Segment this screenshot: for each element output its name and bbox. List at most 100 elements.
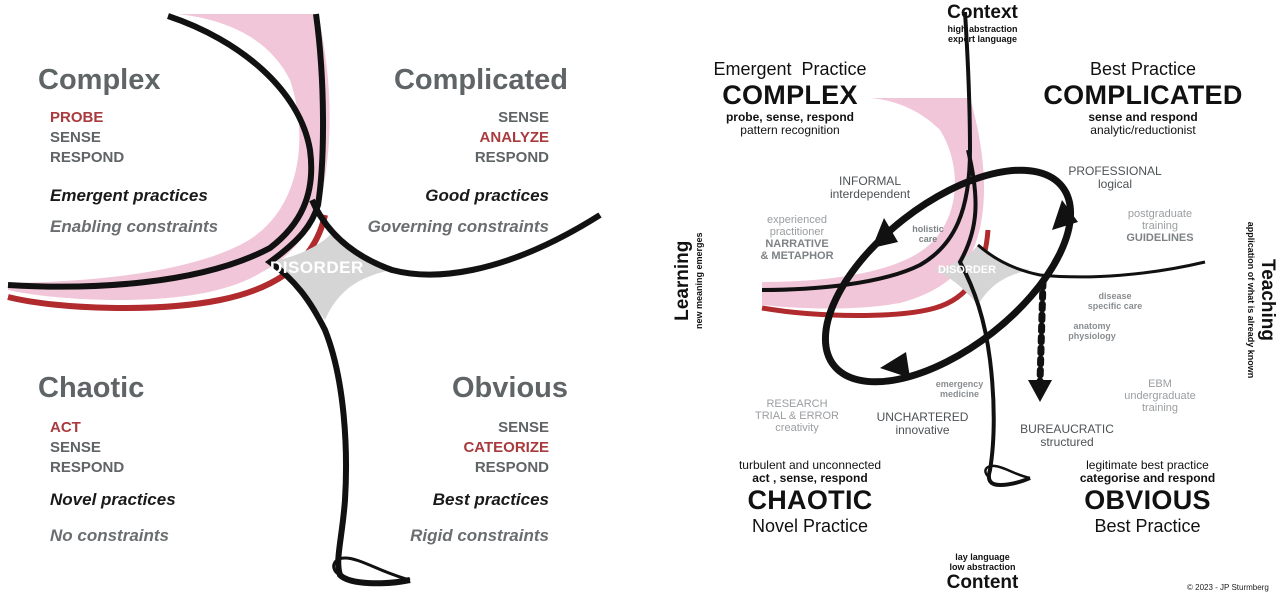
experienced-line-1: experienced — [767, 214, 827, 226]
left-chaotic-constraints: No constraints — [50, 526, 170, 545]
right-complicated-line-1: sense and respond — [1088, 110, 1198, 124]
right-cynefin-framework — [761, 11, 1206, 488]
left-chaotic-steps: ACT SENSE RESPOND — [50, 418, 124, 478]
professional-title: PROFESSIONAL — [1068, 164, 1162, 178]
research-note: RESEARCH TRIAL & ERROR creativity — [742, 398, 852, 434]
left-chaotic-step-3: RESPOND — [50, 459, 125, 476]
right-obvious-footer: Best Practice — [1094, 516, 1201, 536]
right-complex-title: COMPLEX — [722, 80, 858, 110]
left-obvious-constraints: Rigid constraints — [410, 526, 549, 545]
informal-title: INFORMAL — [838, 174, 901, 188]
right-chaotic-block: turbulent and unconnected act , sense, r… — [715, 459, 905, 537]
emergency-line-2: medicine — [939, 389, 979, 399]
learning-title: Learning — [672, 240, 693, 321]
bureaucratic-label: BUREAUCRATIC structured — [1012, 423, 1122, 449]
cycle-arrowhead-down — [1052, 200, 1078, 230]
right-obvious-block: legitimate best practice categorise and … — [1055, 459, 1240, 537]
anatomy-line-2: physiology — [1068, 331, 1116, 341]
informal-sub: interdependent — [829, 187, 911, 201]
anatomy-note: anatomy physiology — [1057, 321, 1127, 341]
right-chaotic-line-1: turbulent and unconnected — [738, 458, 882, 472]
ebm-line-1: EBM — [1148, 378, 1172, 390]
right-complex-line-2: pattern recognition — [740, 123, 840, 137]
right-obvious-line-1: legitimate best practice — [1086, 458, 1209, 472]
holistic-note: holistic care — [898, 224, 958, 244]
learning-cycle-ellipse — [821, 166, 1075, 386]
left-complicated-title: Complicated — [393, 64, 568, 96]
postgraduate-note: postgraduate training GUIDELINES — [1120, 208, 1200, 244]
left-disorder-label: DISORDER — [270, 258, 364, 277]
left-complex-region — [8, 14, 330, 300]
left-complex-step-2: SENSE — [50, 129, 101, 146]
narrative-line-2: & METAPHOR — [760, 250, 834, 262]
content-block: lay language low abstraction Content — [925, 552, 1040, 594]
learning-sub: new meaning emerges — [694, 231, 704, 329]
left-chaotic-step-2: SENSE — [50, 439, 101, 456]
right-complicated-block: Best Practice COMPLICATED sense and resp… — [1038, 59, 1248, 137]
left-boundary-right — [309, 198, 602, 278]
emergency-line-1: emergency — [935, 379, 984, 389]
disease-line-2: specific care — [1087, 301, 1143, 311]
right-obvious-line-2: categorise and respond — [1079, 471, 1216, 485]
left-complex-steps: PROBE SENSE RESPOND — [50, 108, 124, 168]
left-complicated-constraints: Governing constraints — [367, 217, 549, 236]
left-complicated-step-3: RESPOND — [474, 149, 549, 166]
ebm-line-3: training — [1141, 402, 1179, 414]
emergency-note: emergency medicine — [922, 379, 997, 399]
left-obvious-title: Obvious — [451, 372, 568, 404]
unchartered-title: UNCHARTERED — [876, 410, 969, 424]
disease-line-1: disease — [1098, 291, 1132, 301]
holistic-line-2: care — [918, 234, 938, 244]
left-complicated-step-2: ANALYZE — [479, 129, 549, 146]
left-chaotic-practice: Novel practices — [50, 490, 176, 509]
left-boundary-top — [7, 13, 315, 290]
left-obvious-step-3: RESPOND — [474, 459, 549, 476]
context-line-2: expert language — [947, 34, 1018, 44]
left-boundary-vertical — [264, 13, 411, 587]
left-complicated-steps: SENSE ANALYZE RESPOND — [475, 108, 549, 168]
context-title: Context — [947, 2, 1018, 23]
experienced-note: experienced practitioner NARRATIVE & MET… — [752, 214, 842, 262]
left-cynefin-framework — [7, 13, 602, 587]
professional-sub: logical — [1097, 177, 1133, 191]
left-complicated-practice: Good practices — [425, 186, 549, 205]
bureaucratic-title: BUREAUCRATIC — [1020, 422, 1114, 436]
left-obvious-step-2: CATEORIZE — [463, 439, 549, 456]
right-complex-line-1: probe, sense, respond — [725, 110, 855, 124]
left-foot — [332, 556, 411, 582]
dotted-arrow-shaft — [1036, 278, 1047, 386]
left-complex-step-1: PROBE — [50, 109, 104, 126]
right-chaotic-footer: Novel Practice — [751, 516, 869, 536]
content-line-2: low abstraction — [949, 562, 1016, 572]
right-complex-block: Emergent Practice COMPLEX probe, sense, … — [690, 59, 890, 137]
right-complicated-title: COMPLICATED — [1043, 80, 1243, 110]
left-obvious-steps: SENSE CATEORIZE RESPOND — [463, 418, 549, 478]
context-block: Context high abstraction expert language — [920, 2, 1045, 44]
left-obvious-step-1: SENSE — [498, 419, 549, 436]
left-complex-practice: Emergent practices — [50, 186, 208, 205]
right-complicated-line-2: analytic/reductionist — [1090, 123, 1196, 137]
teaching-title: Teaching — [1257, 259, 1278, 341]
teaching-sub: application of what is already known — [1246, 221, 1256, 379]
left-disorder-region — [270, 230, 392, 320]
experienced-line-2: practitioner — [769, 226, 825, 238]
ebm-line-2: undergraduate — [1124, 390, 1196, 402]
right-complex-heading: Emergent Practice — [713, 59, 867, 79]
left-complex-constraints: Enabling constraints — [50, 217, 219, 236]
creativity-label: creativity — [775, 422, 819, 434]
left-complicated-step-1: SENSE — [498, 109, 549, 126]
right-obvious-title: OBVIOUS — [1084, 485, 1211, 515]
right-disorder-region — [935, 245, 1030, 305]
left-obvious-practice: Best practices — [432, 490, 549, 509]
informal-label: INFORMAL interdependent — [825, 175, 915, 201]
cycle-arrowhead-left — [880, 352, 910, 378]
right-boundary-right — [977, 243, 1206, 279]
dotted-arrowhead — [1028, 380, 1052, 402]
postgraduate-line-1: postgraduate — [1127, 208, 1193, 220]
disease-note: disease specific care — [1075, 291, 1155, 311]
narrative-line-1: NARRATIVE — [765, 238, 829, 250]
right-disorder-label: DISORDER — [938, 264, 997, 276]
left-complex-step-3: RESPOND — [50, 149, 125, 166]
guidelines-label: GUIDELINES — [1126, 232, 1194, 244]
